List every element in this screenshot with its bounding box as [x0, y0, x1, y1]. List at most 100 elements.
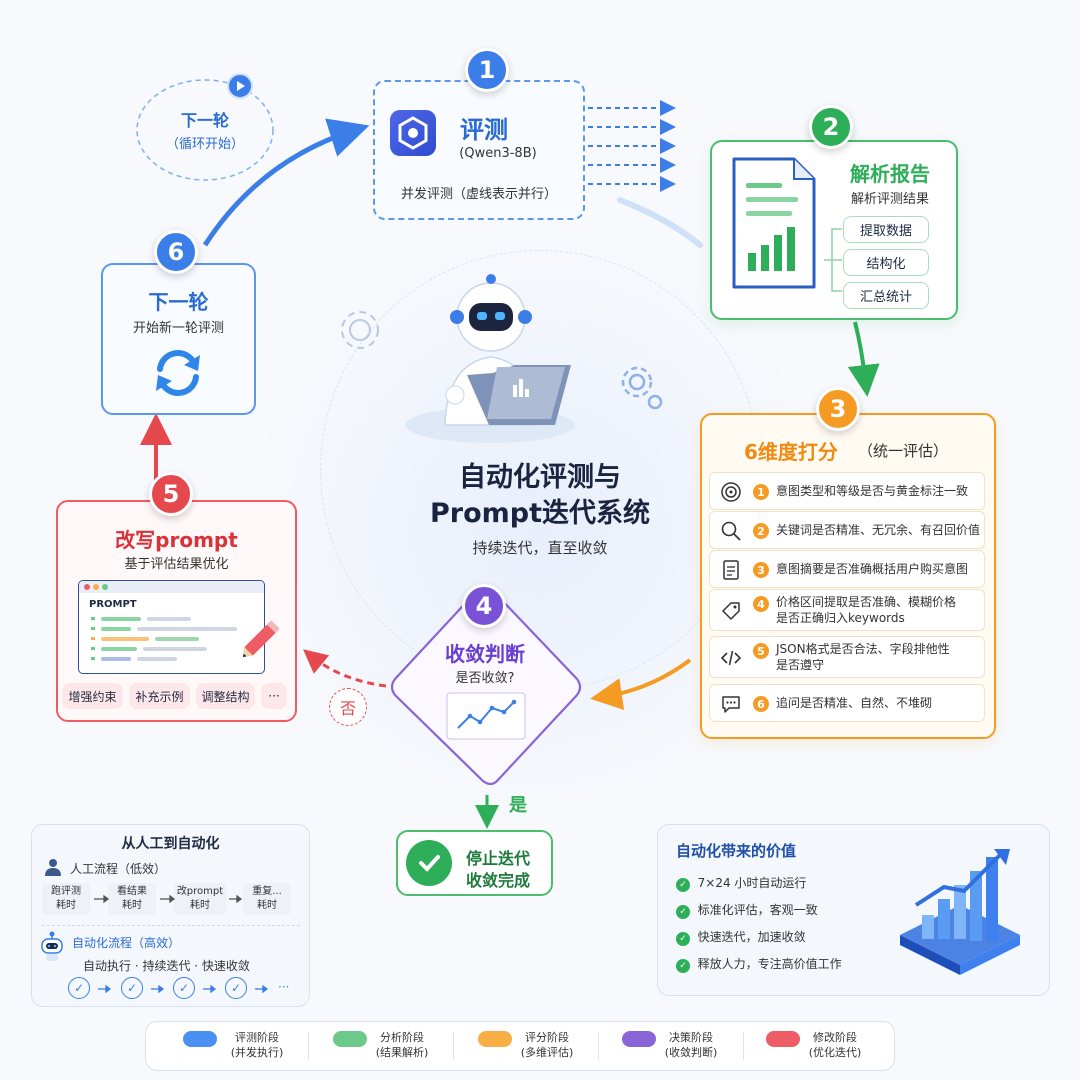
auto-check-icon: ✓ [225, 977, 247, 999]
manual-vs-auto-panel [31, 824, 310, 1007]
legend-item: 评分阶段(多维评估) [520, 1031, 574, 1059]
step2-title: 解析报告 [850, 162, 930, 186]
dimension-text: 追问是否精准、自然、不堆砌 [776, 696, 933, 710]
auto-flow-desc: 自动执行 · 持续迭代 · 快速收敛 [83, 959, 250, 973]
dimension-text: 意图摘要是否准确概括用户购买意图 [776, 562, 969, 576]
manual-flow-label: 人工流程（低效） [70, 862, 167, 876]
manual-panel-title: 从人工到自动化 [121, 836, 220, 852]
step4-title: 收敛判断 [445, 642, 525, 666]
value-panel [657, 824, 1050, 996]
step1-desc: 并发评测（虚线表示并行） [400, 187, 557, 202]
legend-item: 分析阶段(结果解析) [375, 1031, 429, 1059]
dimension-number: 6 [753, 696, 769, 712]
dimension-row: 2 关键词是否精准、无冗余、有召回价值 [709, 511, 985, 549]
strategy-chip[interactable]: 增强约束 [62, 683, 123, 709]
step1-model: (Qwen3-8B) [459, 146, 537, 161]
step2-item: 提取数据 [843, 216, 929, 243]
dimension-number: 1 [753, 484, 769, 500]
legend-swatch [183, 1031, 217, 1047]
dimension-number: 4 [753, 596, 769, 612]
legend-item: 决策阶段(收敛判断) [664, 1031, 718, 1059]
step4-sub: 是否收敛? [455, 671, 515, 686]
play-icon[interactable] [227, 73, 253, 99]
check-icon: ✓ [676, 878, 690, 892]
strategy-chip[interactable]: 调整结构 [196, 683, 255, 709]
main-title-line1: 自动化评测与 [459, 462, 621, 493]
prompt-window: PROMPT [78, 580, 265, 674]
step4-badge: 4 [462, 584, 506, 628]
tag-icon [722, 602, 740, 620]
search-icon [721, 521, 741, 541]
model-logo-icon [390, 110, 436, 156]
growth-chart-icon [900, 849, 1020, 975]
manual-arrows [94, 894, 243, 904]
legend-swatch [333, 1031, 367, 1047]
step6-sub: 开始新一轮评测 [132, 321, 224, 336]
dimension-row: 5 JSON格式是否合法、字段排他性是否遵守 [709, 636, 985, 678]
check-icon: ✓ [676, 905, 690, 919]
legend-divider [453, 1032, 454, 1060]
loop-note-sub: （循环开始） [165, 137, 244, 152]
auto-ellipsis: ··· [278, 980, 290, 994]
legend-divider [598, 1032, 599, 1060]
step1-badge: 1 [465, 48, 509, 92]
check-icon: ✓ [676, 932, 690, 946]
legend-item: 评测阶段(并发执行) [230, 1031, 284, 1059]
dimension-row: 1 意图类型和等级是否与黄金标注一致 [709, 472, 985, 510]
panel-divider [42, 925, 300, 926]
step3-title-suffix: （统一评估） [858, 442, 949, 460]
robot-illustration [405, 274, 575, 443]
step2-badge: 2 [809, 105, 853, 149]
dimension-number: 2 [753, 523, 769, 539]
value-item: ✓ 标准化评估，客观一致 [676, 901, 818, 919]
pencil-icon [242, 620, 280, 658]
auto-check-icon: ✓ [121, 977, 143, 999]
report-document-icon [732, 157, 816, 289]
step6-card[interactable] [101, 263, 256, 415]
step2-sub: 解析评测结果 [850, 192, 929, 207]
stop-line1: 停止迭代 [466, 849, 531, 868]
manual-step: 跑评测耗时 [42, 883, 90, 915]
step6-badge: 6 [154, 230, 198, 274]
step5-sub: 基于评估结果优化 [124, 557, 229, 572]
dimension-row: 4 价格区间提取是否准确、模糊价格是否正确归入keywords [709, 589, 985, 631]
trend-chart-icon [446, 692, 526, 740]
target-icon [721, 482, 741, 502]
auto-flow-label: 自动化流程（高效） [72, 936, 181, 950]
manual-step: 看结果耗时 [108, 883, 156, 915]
value-panel-title: 自动化带来的价值 [676, 842, 797, 860]
dimension-text: JSON格式是否合法、字段排他性是否遵守 [776, 642, 950, 672]
more-chip[interactable]: ··· [261, 683, 287, 709]
legend-divider [308, 1032, 309, 1060]
stop-line2: 收敛完成 [466, 871, 531, 890]
gear-icon [341, 311, 379, 349]
no-label: 否 [329, 688, 367, 726]
dimension-number: 5 [753, 643, 769, 659]
step1-title: 评测 [460, 116, 508, 144]
yes-label: 是 [509, 795, 527, 816]
step5-title: 改写prompt [115, 528, 238, 552]
value-item: ✓ 释放人力，专注高价值工作 [676, 955, 842, 973]
main-subtitle: 持续迭代，直至收敛 [472, 539, 608, 557]
dimension-text: 意图类型和等级是否与黄金标注一致 [776, 484, 969, 498]
strategy-chip[interactable]: 补充示例 [129, 683, 190, 709]
value-item: ✓ 7×24 小时自动运行 [676, 874, 806, 892]
chat-icon [722, 696, 740, 713]
legend-swatch [766, 1031, 800, 1047]
auto-arrows [98, 984, 269, 994]
document-icon [723, 560, 739, 580]
value-item: ✓ 快速迭代，加速收敛 [676, 928, 806, 946]
person-icon [45, 859, 61, 876]
manual-step: 重复...耗时 [243, 883, 291, 915]
dimension-row: 6 追问是否精准、自然、不堆砌 [709, 684, 985, 722]
dimension-row: 3 意图摘要是否准确概括用户购买意图 [709, 550, 985, 588]
check-icon: ✓ [676, 959, 690, 973]
robot-icon [41, 931, 63, 961]
dimension-text: 价格区间提取是否准确、模糊价格是否正确归入keywords [776, 595, 957, 625]
bracket-connector [824, 228, 842, 292]
legend-divider [743, 1032, 744, 1060]
legend-swatch [478, 1031, 512, 1047]
refresh-icon [156, 350, 200, 396]
gear-icon [621, 366, 663, 410]
step5-badge: 5 [149, 472, 193, 516]
